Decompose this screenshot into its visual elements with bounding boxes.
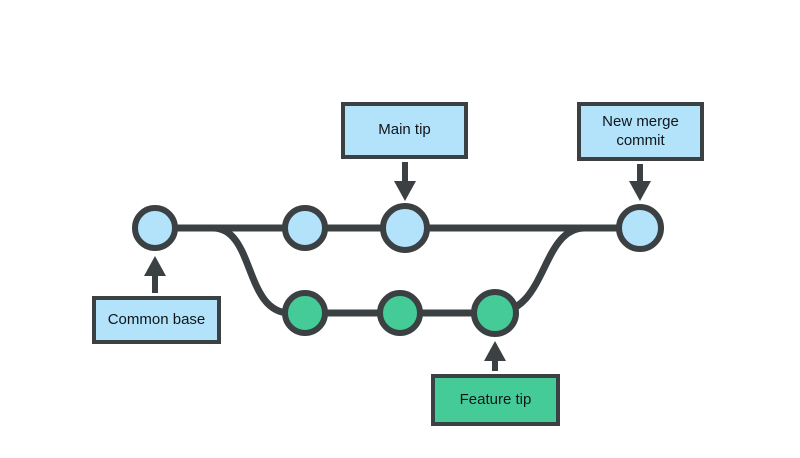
commit-node-feature-1[interactable] — [282, 290, 328, 336]
label-box-common-base[interactable]: Common base — [92, 296, 221, 344]
commit-node-main-tip[interactable] — [380, 203, 430, 253]
label-box-new-merge-commit[interactable]: New merge commit — [577, 102, 704, 161]
branch-fork-curve — [209, 224, 294, 317]
commit-node-main-2[interactable] — [282, 205, 328, 251]
label-box-feature-tip[interactable]: Feature tip — [431, 374, 560, 426]
commit-node-merge[interactable] — [616, 204, 664, 252]
arrow-common-base-icon — [144, 256, 166, 293]
label-box-main-tip[interactable]: Main tip — [341, 102, 468, 159]
arrow-main-tip-icon — [394, 162, 416, 201]
commit-node-common-base[interactable] — [132, 205, 178, 251]
arrow-new-merge-commit-icon — [629, 164, 651, 201]
arrow-feature-tip-icon — [484, 341, 506, 371]
commit-node-feature-tip[interactable] — [471, 289, 519, 337]
commit-node-feature-2[interactable] — [377, 290, 423, 336]
